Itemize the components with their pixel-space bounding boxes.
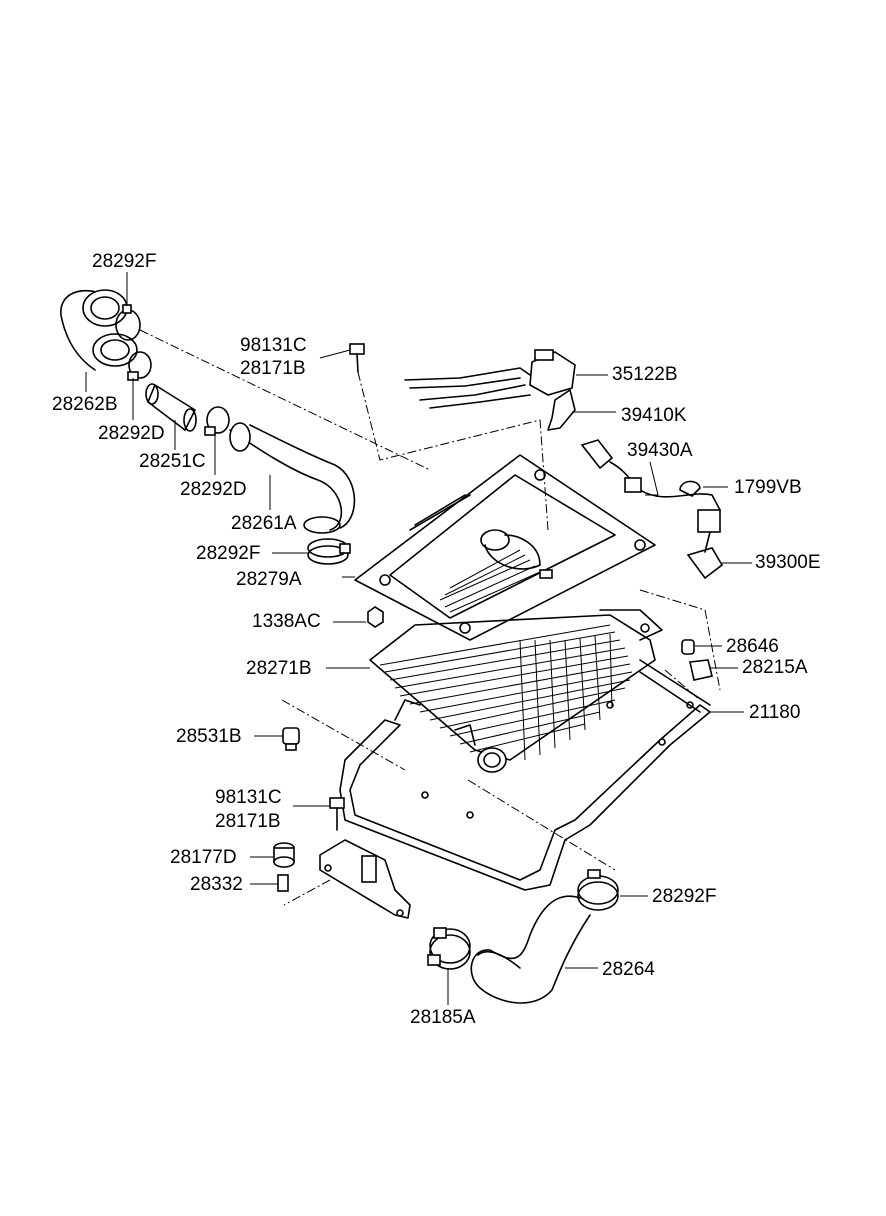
bracket-lower [319,839,411,919]
hose-28264 [470,895,591,1004]
label-28171B-bottom: 28171B [215,811,281,832]
sleeve-28332 [277,874,289,892]
leader-lines [85,272,752,1005]
clamp-28292F-mid [307,538,351,565]
label-28215A: 28215A [742,657,808,678]
intercooler-28271B [369,609,663,773]
label-21180: 21180 [749,702,801,723]
label-28292D-a: 28292D [98,423,165,444]
sensor-39300E [686,509,724,580]
grommet-28215A [689,659,713,681]
label-28261A: 28261A [231,513,297,534]
label-1799VB: 1799VB [734,477,802,498]
clamp-28185A [427,927,471,970]
label-28251C: 28251C [139,451,206,472]
label-28264: 28264 [602,959,655,980]
label-28171B-top: 28171B [240,358,306,379]
clamp-28292D-a [127,351,152,381]
label-28292F-mid: 28292F [196,543,261,564]
nut-1338AC [367,606,384,628]
label-28332: 28332 [190,874,243,895]
pipe-28251C [145,383,197,432]
label-39300E: 39300E [755,552,821,573]
mount-28177D [273,842,295,868]
clamp-28292D-b [204,406,230,436]
label-1338AC: 1338AC [252,611,321,632]
label-39430A: 39430A [627,440,693,461]
hose-28261A [229,422,356,534]
bracket-39410K [547,389,576,431]
pin-28646 [681,639,695,655]
label-28271B: 28271B [246,658,312,679]
bolt-98131C-bottom [329,797,345,831]
clamp-28292F-bottom [577,869,619,911]
label-28292F-top: 28292F [92,251,157,272]
label-28279A: 28279A [236,569,302,590]
label-98131C-bottom: 98131C [215,787,282,808]
label-35122B: 35122B [612,364,678,385]
label-28262B: 28262B [52,394,118,415]
label-39410K: 39410K [621,405,687,426]
label-28646: 28646 [726,636,779,657]
label-28185A: 28185A [410,1007,476,1028]
label-28531B: 28531B [176,726,242,747]
frame-21180 [339,659,711,891]
cover-28279A [354,454,656,641]
label-28292F-bottom: 28292F [652,886,717,907]
label-28292D-b: 28292D [180,479,247,500]
label-98131C-top: 98131C [240,335,307,356]
bolt-98131C-top [349,343,365,373]
hose-28262B [60,289,138,371]
sensor-35122B [404,349,576,409]
harness-39430A [580,439,721,511]
sensor-28531B [282,727,300,751]
clip-1799VB [679,480,701,497]
label-28177D: 28177D [170,847,237,868]
